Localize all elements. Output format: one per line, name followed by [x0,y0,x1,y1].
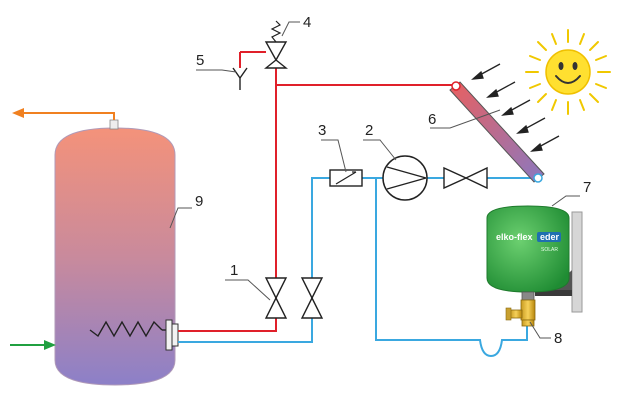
safety-valve-icon[interactable] [239,20,288,69]
label-2: 2 [365,122,373,139]
isolation-valve-hot[interactable] [264,277,288,319]
cold-water-inlet-arrow [10,340,56,350]
vessel-volume-label: SOLAR [541,247,558,253]
collector-isolation-valve[interactable] [443,166,488,190]
label-8: 8 [554,330,562,347]
vessel-brand-label: elko-flex [496,232,533,242]
check-valve-icon[interactable] [329,169,363,187]
coil-flange [165,319,173,351]
label-5: 5 [196,52,204,69]
storage-tank [54,119,176,386]
solar-collector-icon [449,81,545,183]
isolation-valve-cold[interactable] [300,277,324,319]
vessel-badge [537,232,561,242]
vessel-service-valve[interactable] [505,299,536,327]
label-6: 6 [428,111,436,128]
discharge-funnel-icon [232,67,248,90]
label-9: 9 [195,193,203,210]
cold-return-pipe [178,177,537,358]
expansion-vessel: elko-flex eder SOLAR [486,205,570,301]
tank-outlet-stub [109,119,119,130]
leader-lines [169,21,580,339]
circulation-pump-icon[interactable] [382,155,428,201]
vessel-badge-text: eder [540,232,560,242]
label-4: 4 [303,14,311,31]
smiling-sun-icon [525,29,611,115]
hot-water-outlet-arrow [12,108,115,120]
heat-exchanger-coil [89,319,179,351]
sun-rays-arrows [471,63,560,152]
label-7: 7 [583,179,591,196]
label-1: 1 [230,262,238,279]
label-3: 3 [318,122,326,139]
